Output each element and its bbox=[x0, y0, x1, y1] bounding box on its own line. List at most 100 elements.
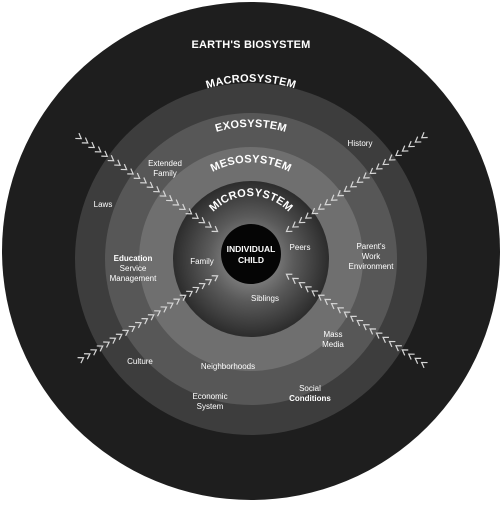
chevron-ne-7 bbox=[375, 163, 383, 170]
chevron-nw-20 bbox=[205, 221, 212, 228]
chevron-nw-3 bbox=[94, 146, 102, 153]
chevron-nw-11 bbox=[146, 181, 154, 188]
chevron-sw-8 bbox=[128, 325, 136, 333]
chevron-sw-9 bbox=[135, 321, 142, 329]
chevron-ne-6 bbox=[382, 158, 390, 166]
chevron-nw-18 bbox=[192, 212, 199, 219]
chevron-se-12 bbox=[343, 311, 351, 318]
chevron-nw-6 bbox=[114, 159, 122, 166]
label-laws: Laws bbox=[94, 200, 113, 209]
label-siblings: Siblings bbox=[251, 294, 279, 303]
chevron-se-0 bbox=[420, 361, 428, 369]
chevron-ne-3 bbox=[401, 145, 409, 152]
chevron-sw-4 bbox=[103, 341, 111, 348]
chevron-se-19 bbox=[298, 281, 306, 289]
chevron-nw-14 bbox=[166, 194, 173, 202]
chevron-ne-1 bbox=[414, 136, 422, 143]
label-extended-family-1: Extended bbox=[148, 159, 182, 168]
center-label-line1: INDIVIDUAL bbox=[227, 244, 276, 254]
chevron-ne-4 bbox=[395, 149, 402, 157]
label-mass-media-1: Mass bbox=[323, 330, 342, 339]
chevron-sw-16 bbox=[179, 294, 187, 301]
chevron-se-8 bbox=[369, 328, 377, 335]
chevron-nw-15 bbox=[172, 199, 180, 206]
chevron-nw-7 bbox=[120, 163, 128, 171]
chevron-sw-5 bbox=[109, 337, 117, 344]
chevron-nw-21 bbox=[211, 225, 219, 233]
label-education-3: Management bbox=[110, 274, 157, 283]
arrow-lines bbox=[75, 132, 428, 369]
chevron-se-5 bbox=[388, 340, 396, 348]
chevron-ne-14 bbox=[330, 194, 338, 201]
chevron-ne-11 bbox=[349, 181, 357, 188]
chevron-sw-15 bbox=[173, 298, 181, 305]
chevron-ne-0 bbox=[420, 132, 428, 139]
chevron-sw-20 bbox=[205, 279, 213, 286]
chevron-sw-17 bbox=[186, 290, 194, 298]
chevron-ne-16 bbox=[317, 203, 325, 210]
center-label-line2: CHILD bbox=[238, 255, 264, 265]
chevron-sw-14 bbox=[166, 302, 174, 309]
label-parents-work-3: Environment bbox=[349, 262, 395, 271]
chevron-sw-12 bbox=[154, 310, 162, 317]
label-history: History bbox=[348, 139, 373, 148]
label-family: Family bbox=[190, 257, 214, 266]
chevron-se-16 bbox=[317, 294, 325, 301]
chevron-nw-9 bbox=[133, 172, 141, 180]
chevron-ne-12 bbox=[343, 185, 351, 192]
chevron-se-4 bbox=[394, 345, 402, 352]
label-extended-family-2: Family bbox=[153, 169, 177, 178]
chevron-nw-10 bbox=[140, 177, 148, 184]
chevron-ne-8 bbox=[369, 167, 377, 175]
chevron-sw-13 bbox=[160, 306, 168, 313]
chevron-se-14 bbox=[330, 302, 338, 310]
chevron-ne-21 bbox=[285, 225, 293, 233]
chevron-sw-3 bbox=[96, 345, 104, 352]
label-education-1: Education bbox=[114, 254, 153, 263]
label-social-2: Conditions bbox=[289, 394, 331, 403]
label-mass-media-2: Media bbox=[322, 340, 344, 349]
chevron-se-9 bbox=[362, 324, 370, 331]
chevron-nw-5 bbox=[107, 155, 115, 162]
chevron-se-2 bbox=[407, 353, 415, 360]
chevron-ne-20 bbox=[291, 221, 299, 228]
chevron-ne-17 bbox=[311, 207, 319, 215]
chevron-nw-0 bbox=[75, 132, 83, 140]
chevron-nw-19 bbox=[198, 217, 206, 224]
chevron-ne-5 bbox=[388, 154, 396, 161]
chevron-nw-2 bbox=[88, 141, 96, 149]
chevron-se-18 bbox=[304, 286, 312, 293]
chevron-ne-9 bbox=[362, 172, 370, 179]
chevron-sw-11 bbox=[147, 314, 155, 321]
chevron-ne-10 bbox=[356, 176, 364, 183]
chevron-se-7 bbox=[375, 332, 383, 339]
label-parents-work-2: Work bbox=[362, 252, 382, 261]
chevron-sw-21 bbox=[211, 275, 219, 282]
chevron-sw-19 bbox=[198, 282, 206, 290]
label-peers: Peers bbox=[290, 243, 311, 252]
label-culture: Culture bbox=[127, 357, 153, 366]
chevron-se-13 bbox=[336, 307, 344, 314]
chevron-se-6 bbox=[382, 336, 389, 343]
label-neighborhoods: Neighborhoods bbox=[201, 362, 255, 371]
chevron-sw-18 bbox=[192, 286, 200, 294]
label-education-2: Service bbox=[120, 264, 147, 273]
chevron-nw-8 bbox=[127, 168, 135, 175]
chevron-ne-15 bbox=[324, 199, 332, 206]
chevron-sw-7 bbox=[122, 329, 130, 337]
chevron-sw-1 bbox=[83, 353, 91, 360]
chevron-ne-19 bbox=[298, 216, 306, 224]
chevron-nw-13 bbox=[159, 190, 167, 197]
chevron-ne-2 bbox=[407, 140, 415, 148]
label-parents-work-1: Parent's bbox=[356, 242, 385, 251]
biosystem-title: EARTH'S BIOSYSTEM bbox=[191, 39, 310, 51]
label-economic-1: Economic bbox=[192, 392, 227, 401]
chevron-se-1 bbox=[414, 357, 422, 364]
chevron-se-21 bbox=[285, 273, 293, 280]
chevron-nw-4 bbox=[101, 150, 109, 157]
chevron-se-15 bbox=[324, 298, 331, 306]
chevron-sw-10 bbox=[141, 318, 149, 325]
chevron-se-20 bbox=[291, 277, 299, 285]
